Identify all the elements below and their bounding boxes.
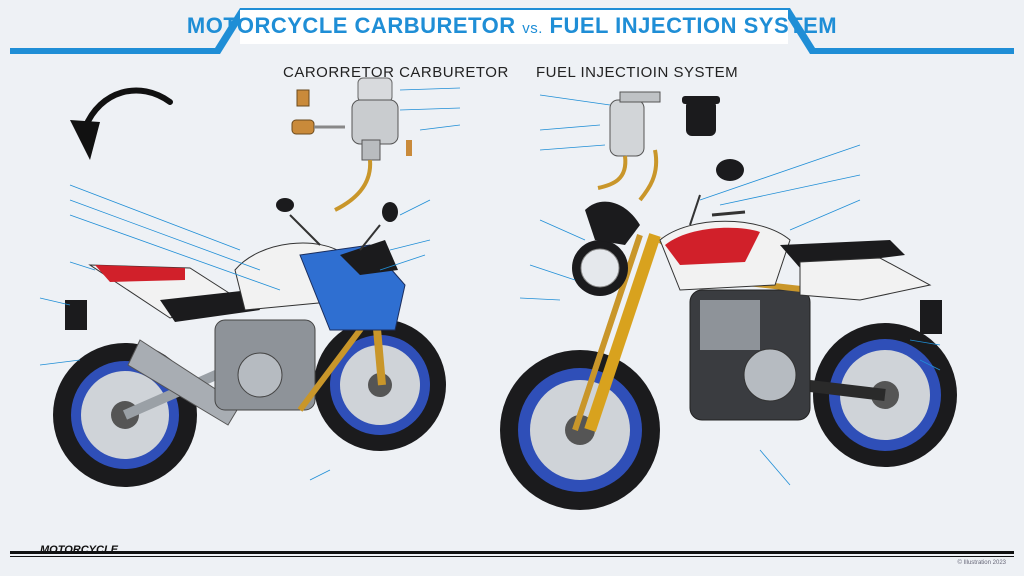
callout-lines: [39, 87, 941, 486]
title-right: FUEL INJECTION SYSTEM: [549, 13, 838, 38]
footer-rule: [10, 551, 1014, 554]
fuel-injection-motorcycle: [500, 159, 957, 510]
carburetor-parts: [291, 77, 412, 212]
fuel-injection-section-title: FUEL INJECTIOIN SYSTEM: [536, 64, 739, 81]
title-vs: vs.: [522, 20, 543, 37]
footer-brand: MOTORCYCLE: [40, 544, 119, 556]
carburetor-section-title: CARORRETOR CARBURETOR: [283, 64, 509, 81]
injection-parts: [597, 91, 720, 202]
page-title: MOTORCYCLE CARBURETOR vs. FUEL INJECTION…: [0, 13, 1024, 39]
title-left: MOTORCYCLE CARBURETOR: [186, 13, 516, 38]
footer-credit: © Illustration 2023: [957, 560, 1006, 566]
arrow-head-icon: [70, 120, 100, 160]
carburetor-motorcycle: [53, 198, 446, 487]
curved-arrow-icon: [82, 87, 173, 131]
